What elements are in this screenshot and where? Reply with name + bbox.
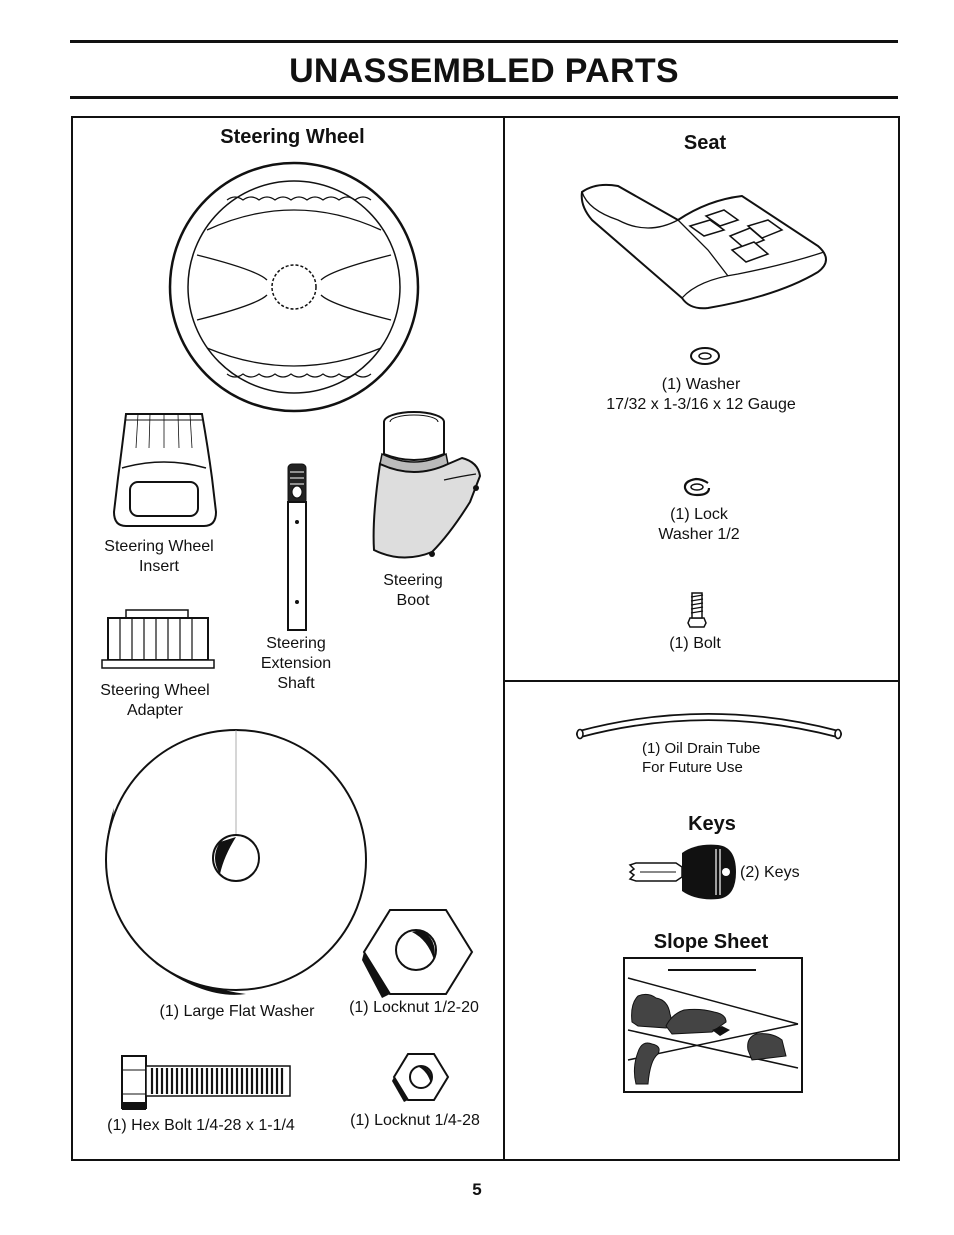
insert-label-line-2: Insert [138, 558, 179, 575]
steering-wheel-heading: Steering Wheel [220, 126, 365, 148]
lock-washer-label-line-2: Washer 1/2 [658, 526, 740, 543]
steering-wheel-adapter-illustration [101, 609, 215, 669]
washer-label-line-1: (1) Washer [661, 376, 741, 393]
slope-sheet-heading: Slope Sheet [653, 931, 769, 953]
hex-bolt-label: (1) Hex Bolt 1/4-28 x 1-1/4 [107, 1117, 295, 1134]
large-flat-washer-label: (1) Large Flat Washer [159, 1003, 315, 1020]
slope-sheet-illustration [623, 957, 803, 1093]
washer-label-line-2: 17/32 x 1-3/16 x 12 Gauge [606, 396, 796, 413]
hex-bolt-illustration [121, 1055, 291, 1110]
seat-illustration [580, 183, 827, 310]
steering-wheel-insert-label: Steering Wheel Insert [88, 537, 230, 577]
seat-heading: Seat [683, 132, 727, 154]
adapter-label-line-2: Adapter [126, 702, 184, 719]
lock-washer-label: (1) Lock Washer 1/2 [628, 505, 770, 545]
adapter-label-line-1: Steering Wheel [100, 682, 210, 699]
keys-label: (2) Keys [740, 864, 800, 881]
oil-tube-label-line-2: For Future Use [642, 759, 743, 776]
misc-panel [503, 680, 900, 1161]
shaft-label-line-2: Extension [260, 655, 332, 672]
locknut-small-label: (1) Locknut 1/4-28 [350, 1112, 480, 1129]
title-bottom-rule [70, 96, 898, 99]
steering-boot-label: Steering Boot [358, 571, 468, 611]
steering-wheel-insert-illustration [112, 413, 218, 527]
steering-wheel-adapter-label: Steering Wheel Adapter [84, 681, 226, 721]
steering-wheel-illustration [168, 161, 420, 413]
boot-label-line-1: Steering [383, 572, 443, 589]
locknut-large-label: (1) Locknut 1/2-20 [349, 999, 479, 1016]
bolt-label: (1) Bolt [669, 635, 721, 652]
steering-boot-illustration [372, 411, 482, 559]
shaft-label-line-1: Steering [266, 635, 326, 652]
steering-extension-shaft-illustration [287, 463, 307, 631]
locknut-small-illustration [392, 1053, 450, 1102]
top-rule [70, 40, 898, 43]
oil-drain-tube-illustration [576, 713, 842, 740]
key-illustration [628, 844, 736, 900]
bolt-illustration [687, 592, 707, 628]
locknut-large-illustration [362, 909, 474, 998]
washer-illustration [690, 347, 720, 365]
lock-washer-illustration [683, 477, 711, 497]
steering-extension-shaft-label: Steering Extension Shaft [236, 634, 356, 694]
keys-heading: Keys [688, 813, 736, 835]
shaft-label-line-3: Shaft [277, 675, 315, 692]
washer-label: (1) Washer 17/32 x 1-3/16 x 12 Gauge [580, 375, 822, 415]
lock-washer-label-line-1: (1) Lock [670, 506, 728, 523]
large-flat-washer-illustration [105, 729, 367, 995]
boot-label-line-2: Boot [396, 592, 430, 609]
page-number: 5 [472, 1180, 482, 1199]
insert-label-line-1: Steering Wheel [104, 538, 214, 555]
oil-tube-label-line-1: (1) Oil Drain Tube [642, 740, 761, 757]
oil-drain-tube-label: (1) Oil Drain Tube For Future Use [642, 739, 802, 777]
page-title: UNASSEMBLED PARTS [289, 52, 679, 90]
